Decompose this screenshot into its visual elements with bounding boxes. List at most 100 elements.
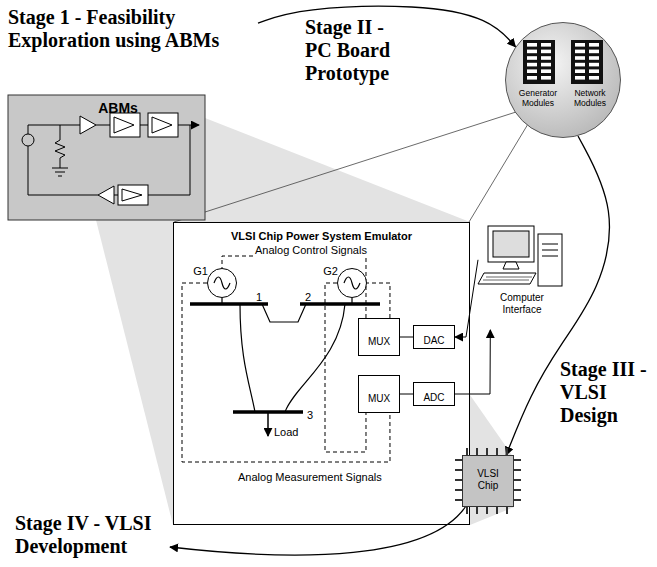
abm-panel	[8, 95, 205, 220]
text-slot: Load	[274, 422, 314, 440]
computer-drawing	[478, 273, 536, 284]
transmission-line	[285, 304, 345, 412]
text-slot: Stage III - VLSI Design	[560, 358, 655, 427]
computer-drawing	[503, 262, 519, 269]
generator-lead	[222, 298, 352, 304]
module-chip-icon	[589, 69, 599, 73]
feedback-path	[148, 125, 190, 195]
text-slot: MUX	[359, 388, 399, 406]
signal-path	[96, 125, 110, 126]
bus-number: 2	[305, 291, 311, 304]
resistor-symbol	[55, 125, 65, 168]
module-chip-icon	[575, 43, 585, 47]
module-label: Generator Modules	[516, 88, 560, 108]
adc-block: ADC	[413, 382, 455, 406]
feedback-path	[114, 195, 118, 196]
mux-block: MUX	[358, 375, 400, 413]
module-chip-icon	[589, 43, 599, 47]
panel-title: ABMs	[98, 100, 138, 117]
module-chip-icon	[541, 63, 551, 67]
text-slot: Stage 1 - Feasibility Exploration using …	[8, 6, 258, 52]
signal-wire	[455, 260, 478, 337]
generator-symbol: G2	[337, 268, 367, 298]
signal-path	[28, 125, 80, 134]
dac-block: DAC	[413, 325, 455, 349]
module-chip-icon	[575, 63, 585, 67]
module-chip-icon	[527, 76, 537, 80]
module-chip-icon	[541, 56, 551, 60]
text-slot: Stage IV - VLSI Development	[15, 512, 215, 558]
module-chip-icon	[589, 56, 599, 60]
module-chip-icon	[541, 69, 551, 73]
measurement-signal-line	[325, 283, 366, 452]
module-chip-icon	[527, 69, 537, 73]
abm-schematic	[8, 95, 205, 220]
stage-heading: Stage IV - VLSI Development	[15, 512, 215, 558]
signal-wire	[455, 330, 490, 394]
amplifier-symbol	[122, 189, 142, 201]
stage-heading: Stage II - PC Board Prototype	[305, 16, 405, 85]
stage-1-block: Stage 1 - Feasibility Exploration using …	[8, 6, 258, 220]
computer-drawing	[483, 277, 532, 280]
power-network	[190, 298, 380, 436]
text-slot: Analog Control Signals	[255, 240, 405, 258]
generator-symbol: G1	[207, 268, 237, 298]
module-chip-icon	[589, 76, 599, 80]
amplifier-symbol	[98, 186, 114, 204]
block-symbol	[110, 113, 140, 137]
text-slot: G1	[192, 261, 208, 279]
text-slot: Stage II - PC Board Prototype	[305, 16, 405, 85]
module-chip-icon	[527, 50, 537, 54]
text-slot: MUX	[359, 331, 399, 349]
prototype-circle: Generator Modules Network Modules	[505, 22, 621, 138]
amplifier-symbol	[114, 117, 134, 133]
control-signal-line	[367, 283, 390, 318]
module-label: Network Modules	[566, 88, 614, 108]
block-name: MUX	[368, 392, 390, 406]
text-slot: ADC	[414, 387, 454, 405]
source-symbol	[22, 134, 34, 146]
text-slot: Computer Interface	[492, 292, 552, 317]
computer-drawing	[538, 234, 562, 286]
module-chip-icon	[527, 43, 537, 47]
computer-drawing	[493, 231, 529, 257]
text-slot: DAC	[414, 330, 454, 348]
box-title: VLSI Chip Power System Emulator	[231, 230, 412, 243]
bus-number: 3	[307, 409, 313, 422]
sine-symbol	[208, 269, 236, 297]
computer-drawing	[478, 226, 562, 286]
block-name: DAC	[423, 334, 444, 348]
mux-block: MUX	[358, 318, 400, 356]
stage-heading: Stage 1 - Feasibility Exploration using …	[8, 6, 258, 52]
vlsi-chip-icon: VLSI Chip	[462, 455, 514, 507]
module-chip-icon	[527, 56, 537, 60]
signal-group-label: Analog Control Signals	[255, 244, 367, 257]
module-chip-icon	[523, 40, 555, 84]
text-slot: Analog Measurement Signals	[238, 467, 418, 485]
stage-arrow	[170, 506, 466, 555]
load-arrow	[267, 412, 269, 436]
signal-group-label: Analog Measurement Signals	[238, 471, 382, 484]
module-chip-icon	[589, 63, 599, 67]
text-slot: Generator Modules	[516, 88, 560, 110]
text-slot: VLSI Chip Power System Emulator	[174, 226, 469, 244]
transmission-line	[240, 304, 255, 412]
chip-pins	[455, 448, 521, 514]
amplifier-symbol	[152, 117, 172, 133]
module-chip-icon	[505, 22, 621, 138]
feedback-path	[28, 146, 98, 195]
load-label: Load	[274, 426, 298, 439]
block-symbol	[118, 185, 148, 205]
text-slot: G2	[322, 261, 338, 279]
block-symbol	[148, 113, 178, 137]
text-slot: 2	[305, 287, 317, 305]
bus-number: 1	[256, 291, 262, 304]
module-chip-icon	[575, 69, 585, 73]
signal-path	[140, 125, 148, 126]
projection-line	[174, 112, 528, 222]
module-chip-icon	[527, 63, 537, 67]
bus-bar	[190, 304, 380, 412]
sine-symbol	[214, 277, 230, 289]
